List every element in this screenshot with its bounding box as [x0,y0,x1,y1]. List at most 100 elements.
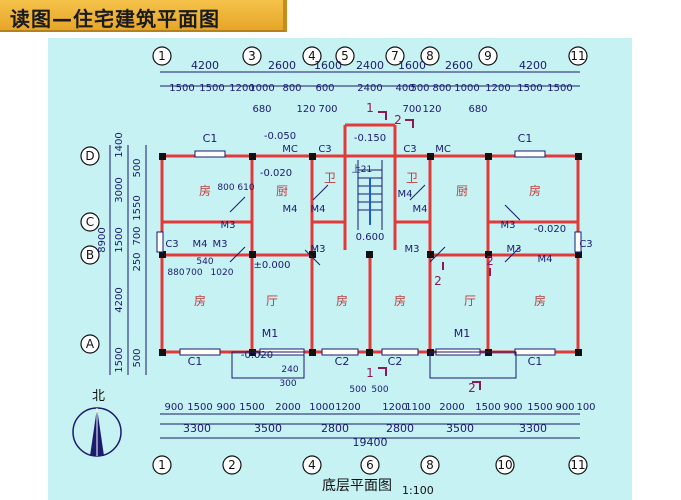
room-bedroom-nw: 房 [199,183,211,198]
dim-bottom-1-12: 1500 [527,402,552,413]
entrance-steps [231,351,517,379]
top-axis-8: 8 [420,46,440,66]
stair-up-label: 上21 [352,164,372,175]
dim-top-2-4: 800 [282,83,301,94]
top-axis-1: 1 [152,46,172,66]
dim-bottom-1-9: 2000 [439,402,464,413]
window-c2-e: C2 [388,355,403,368]
window-c3-side-e: C3 [579,239,592,250]
dim-bottom-1-11: 900 [503,402,522,413]
top-axis-9-label: 9 [484,49,492,63]
bottom-axis-10-label: 10 [497,458,512,472]
dim-left-1: 500 [132,158,143,177]
section-mark-1-top: 1 [366,101,374,115]
room-toilet-e: 卫 [406,171,418,185]
top-axis-7: 7 [385,46,405,66]
title-banner: 读图—住宅建筑平面图 [0,0,287,32]
dim-left-0: 1400 [114,132,125,157]
elev-kitchen-w: -0.050 [264,131,296,142]
room-bedroom-ne: 房 [529,183,541,198]
dim-top-3-1: 120 [296,104,315,115]
door-m1-e: M1 [454,327,471,340]
dim-bottom-2-5: 3300 [519,422,547,435]
dim-small-7: 500 [371,385,388,395]
dim-left-8: 1500 [114,347,125,372]
dim-bottom-2-2: 2800 [321,422,349,435]
door-m4-e: M4 [413,204,428,215]
dim-bottom-total: 19400 [353,436,388,449]
door-m1-w: M1 [262,327,279,340]
window-c3-w: C3 [318,144,331,155]
dim-top-2-13: 1500 [547,83,572,94]
window-c3-side-w: C3 [165,239,178,250]
left-axis-C-label: C [86,215,94,229]
elev-stair-top: -0.150 [354,133,386,144]
room-bedroom-sm-e: 房 [394,293,406,308]
section-mark-1-bottom: 1 [366,366,374,380]
door-m4-b: M4 [283,204,298,215]
dim-left-10: 8900 [97,227,108,252]
dim-top-1-5: 2600 [445,59,473,72]
bottom-axis-6-label: 6 [366,458,374,472]
room-kitchen-e: 厨 [456,184,468,198]
dim-small-5: 540 [196,257,213,267]
top-axis-11-label: 11 [570,49,585,63]
door-m3-e: M3 [501,220,516,231]
dim-bottom-1-14: 100 [576,402,595,413]
dim-top-2-1: 1500 [199,83,224,94]
dim-top-1-6: 4200 [519,59,547,72]
left-axis-D: D [80,146,100,166]
left-axis-A: A [80,334,100,354]
window-c1-ne: C1 [518,132,533,145]
section-mark-2-bottom: 2 [468,381,476,395]
dim-top-2-12: 1500 [517,83,542,94]
dim-left-2: 3000 [114,177,125,202]
bottom-axis-2: 2 [222,455,242,475]
dim-small-3: 700 [185,268,202,278]
dim-small-2: 880 [167,268,184,278]
dim-small-6: 500 [349,385,366,395]
window-c2-w: C2 [335,355,350,368]
elev-bath-e: -0.020 [534,224,566,235]
dim-small-1: 610 [237,183,254,193]
plan-scale: 1:100 [402,484,434,497]
room-bedroom-sm-w: 房 [336,293,348,308]
dim-top-1-3: 2400 [356,59,384,72]
window-c1-se: C1 [528,355,543,368]
top-axis-5-label: 5 [341,49,349,63]
door-mc-w: MC [282,144,298,155]
bottom-axis-2-label: 2 [228,458,236,472]
top-axis-3-label: 3 [248,49,256,63]
left-axis-C: C [80,212,100,232]
top-axis-7-label: 7 [391,49,399,63]
dim-top-3-0: 680 [252,104,271,115]
bottom-axis-4: 4 [302,455,322,475]
dim-top-2-9: 800 [432,83,451,94]
top-axis-5: 5 [335,46,355,66]
left-axis-B: B [80,245,100,265]
bottom-axis-6: 6 [360,455,380,475]
bottom-axis-11-label: 11 [570,458,585,472]
dim-top-2-5: 600 [315,83,334,94]
dim-top-2-7: 400 [395,83,414,94]
dim-small-9: 300 [279,379,296,389]
dim-bottom-1-3: 1500 [239,402,264,413]
north-arrow-icon [72,407,122,457]
dim-top-2-6: 2400 [357,83,382,94]
window-c1-nw: C1 [203,132,218,145]
left-axis-A-label: A [86,337,95,351]
top-axis-3: 3 [242,46,262,66]
dim-bottom-2-0: 3300 [183,422,211,435]
dim-top-1-2: 1600 [314,59,342,72]
window-c1-sw: C1 [188,355,203,368]
dim-bottom-1-4: 2000 [275,402,300,413]
dim-bottom-2-3: 2800 [386,422,414,435]
door-m3-a: M3 [221,220,236,231]
dim-top-3-4: 120 [422,104,441,115]
dim-bottom-1-8: 1100 [405,402,430,413]
